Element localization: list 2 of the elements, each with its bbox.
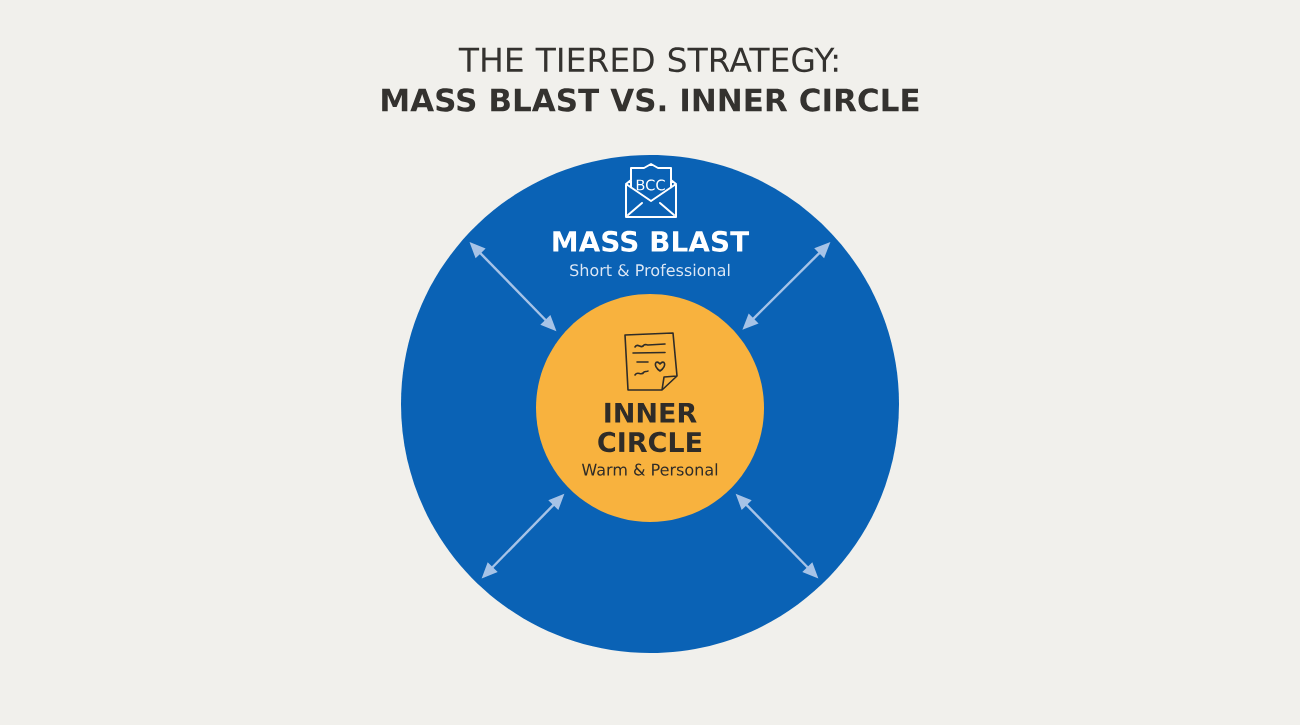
title: THE TIERED STRATEGY: MASS BLAST VS. INNER CIRCLE bbox=[382, 47, 919, 112]
envelope-text: BCC bbox=[636, 179, 665, 191]
